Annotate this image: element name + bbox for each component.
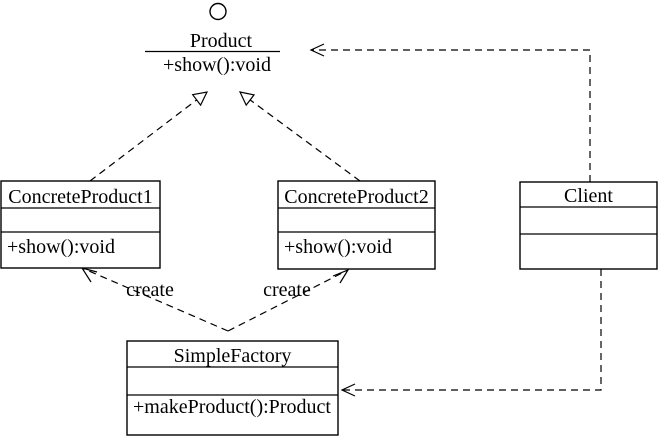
interface-product: Product +show():void — [145, 2, 280, 76]
hollow-triangle-arrowhead-icon — [238, 91, 256, 107]
interface-name: Product — [190, 30, 253, 52]
dependency-factory-concreteproduct1: create — [80, 267, 229, 332]
class-concreteproduct1: ConcreteProduct1 +show():void — [0, 180, 161, 269]
class-operation: +makeProduct():Product — [133, 396, 331, 418]
class-client: Client — [519, 181, 658, 270]
realization-dashed-line — [249, 99, 361, 182]
class-operation: +show():void — [284, 236, 392, 258]
class-concreteproduct2: ConcreteProduct2 +show():void — [277, 180, 436, 270]
dependency-dashed-line — [311, 49, 591, 182]
class-name: Client — [564, 185, 613, 207]
hollow-triangle-arrowhead-icon — [191, 91, 209, 107]
class-simplefactory: SimpleFactory +makeProduct():Product — [126, 340, 339, 436]
dependency-factory-concreteproduct2: create — [227, 268, 350, 332]
dependency-dashed-line — [342, 269, 602, 391]
create-label: create — [263, 279, 311, 301]
realization-dashed-line — [89, 99, 198, 182]
interface-circle-icon — [209, 2, 227, 21]
open-arrowhead-icon — [340, 383, 356, 397]
class-box — [126, 340, 339, 436]
dependency-client-simplefactory — [340, 269, 602, 397]
class-name: ConcreteProduct1 — [8, 186, 152, 208]
create-label: create — [126, 279, 174, 301]
dependency-client-product — [309, 43, 591, 182]
class-box — [277, 180, 436, 270]
class-box — [519, 181, 658, 270]
open-arrowhead-icon — [309, 43, 325, 57]
open-arrowhead-icon — [332, 268, 350, 284]
realization-concreteproduct1-product — [89, 91, 209, 182]
create-dashed-line — [227, 269, 349, 332]
realization-concreteproduct2-product — [238, 91, 361, 182]
open-arrowhead-icon — [80, 267, 98, 283]
class-name: ConcreteProduct2 — [284, 186, 428, 208]
create-dashed-line — [81, 267, 229, 332]
class-box — [0, 180, 161, 269]
interface-operation: +show():void — [163, 54, 271, 76]
class-name: SimpleFactory — [174, 345, 292, 367]
class-operation: +show():void — [7, 236, 115, 258]
